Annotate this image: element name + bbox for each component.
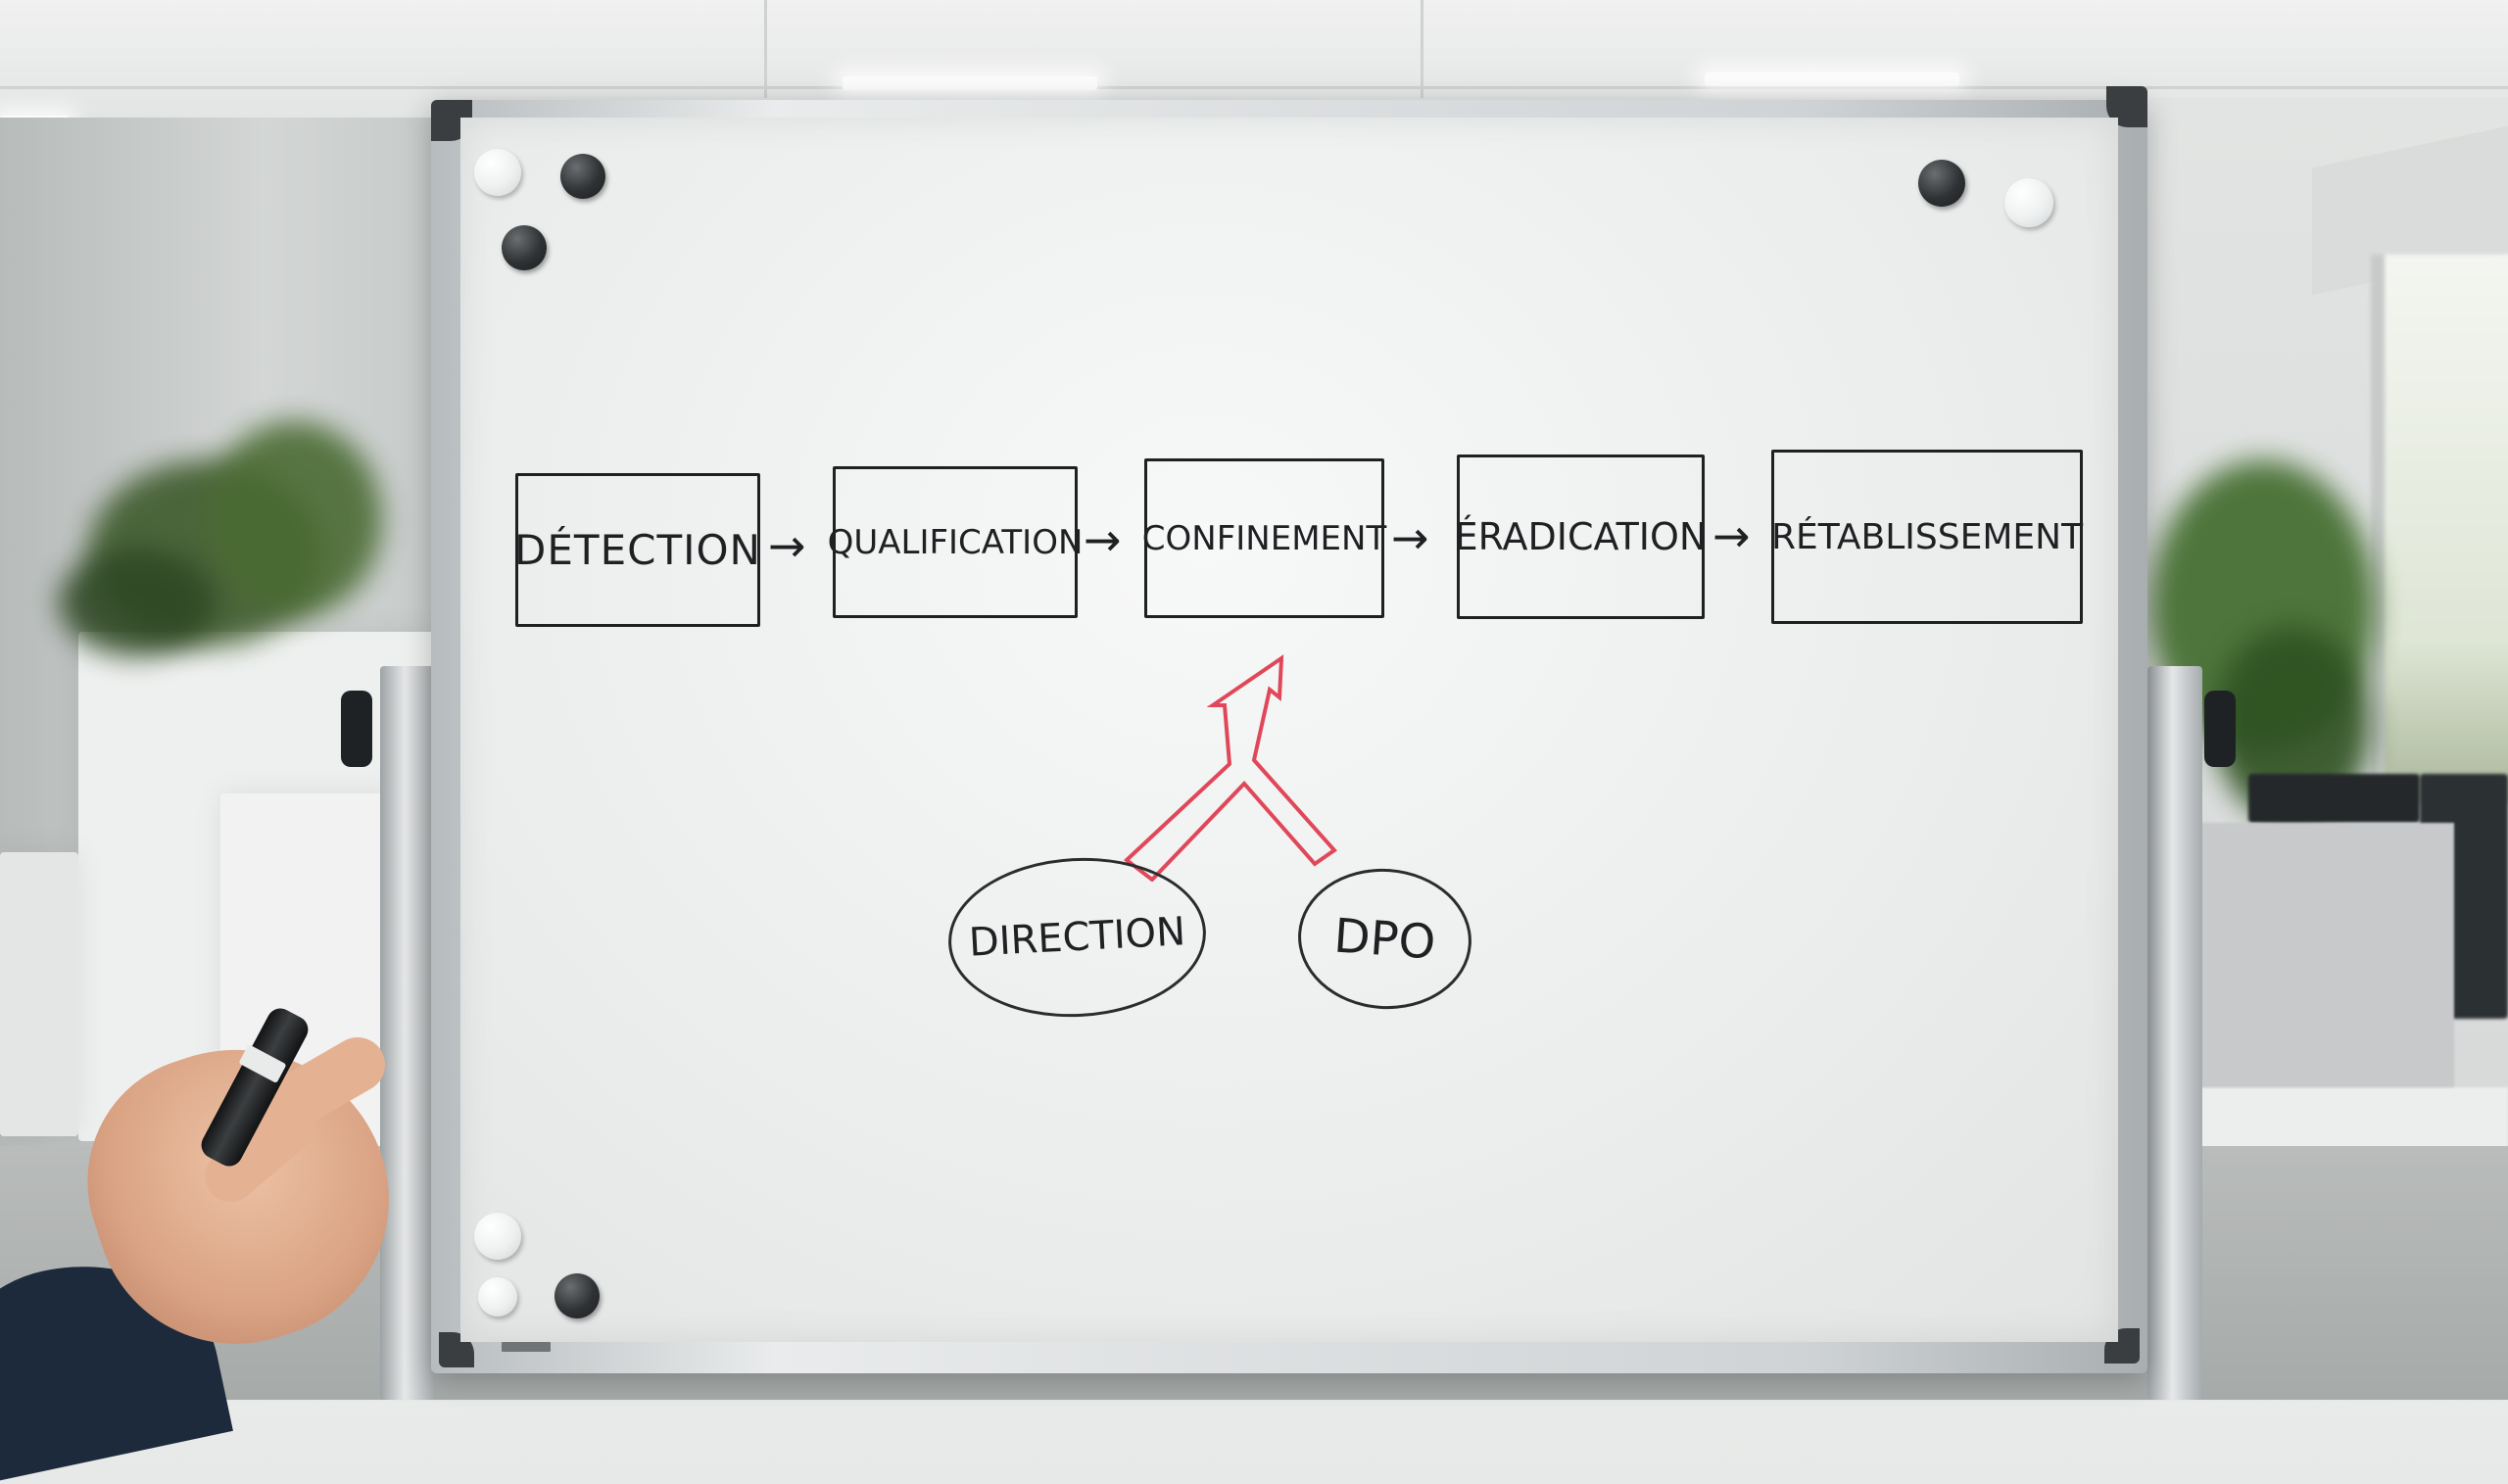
magnet[interactable] xyxy=(474,1213,521,1260)
ceiling-grid-line xyxy=(1421,0,1423,98)
office-partition xyxy=(0,852,78,1136)
monitor xyxy=(2248,774,2420,823)
magnet[interactable] xyxy=(555,1273,600,1318)
office-window xyxy=(2371,255,2508,803)
magnet[interactable] xyxy=(502,225,547,270)
stakeholder-label: DIRECTION xyxy=(967,909,1187,966)
stand-knob-right[interactable] xyxy=(2204,691,2236,767)
magnet[interactable] xyxy=(1918,160,1965,207)
magnet[interactable] xyxy=(2004,178,2053,227)
office-plant xyxy=(206,421,382,617)
step-confinement: CONFINEMENT xyxy=(1141,458,1387,618)
stand-leg-left xyxy=(380,666,435,1400)
flow-arrow: → xyxy=(768,519,806,572)
step-retablissement: RÉTABLISSEMENT xyxy=(1771,450,2083,624)
ceiling-grid-line xyxy=(764,0,767,98)
step-label: CONFINEMENT xyxy=(1141,518,1387,558)
ceiling xyxy=(0,0,2508,118)
step-eradication: ÉRADICATION xyxy=(1454,455,1708,619)
red-merge-arrow xyxy=(1123,654,1337,882)
ceiling-grid-line xyxy=(0,86,2508,89)
ceiling-light xyxy=(1705,72,1959,86)
magnet[interactable] xyxy=(478,1277,517,1316)
step-qualification: QUALIFICATION xyxy=(828,466,1083,618)
step-label: ÉRADICATION xyxy=(1454,515,1708,558)
stakeholder-label: DPO xyxy=(1331,907,1438,971)
step-label: QUALIFICATION xyxy=(827,522,1084,562)
step-label: RÉTABLISSEMENT xyxy=(1770,516,2084,557)
magnet[interactable] xyxy=(560,154,605,199)
stand-knob-left[interactable] xyxy=(341,691,372,767)
frame-label xyxy=(502,1342,551,1352)
whiteboard[interactable] xyxy=(460,118,2118,1342)
step-label: DÉTECTION xyxy=(514,526,761,574)
flow-arrow: → xyxy=(1712,509,1751,562)
ceiling-light xyxy=(843,76,1097,90)
office-plant xyxy=(59,549,216,656)
flow-arrow: → xyxy=(1084,513,1122,566)
flow-arrow: → xyxy=(1391,511,1429,564)
magnet[interactable] xyxy=(474,149,521,196)
stand-leg-right xyxy=(2147,666,2202,1400)
step-detection: DÉTECTION xyxy=(514,473,761,627)
